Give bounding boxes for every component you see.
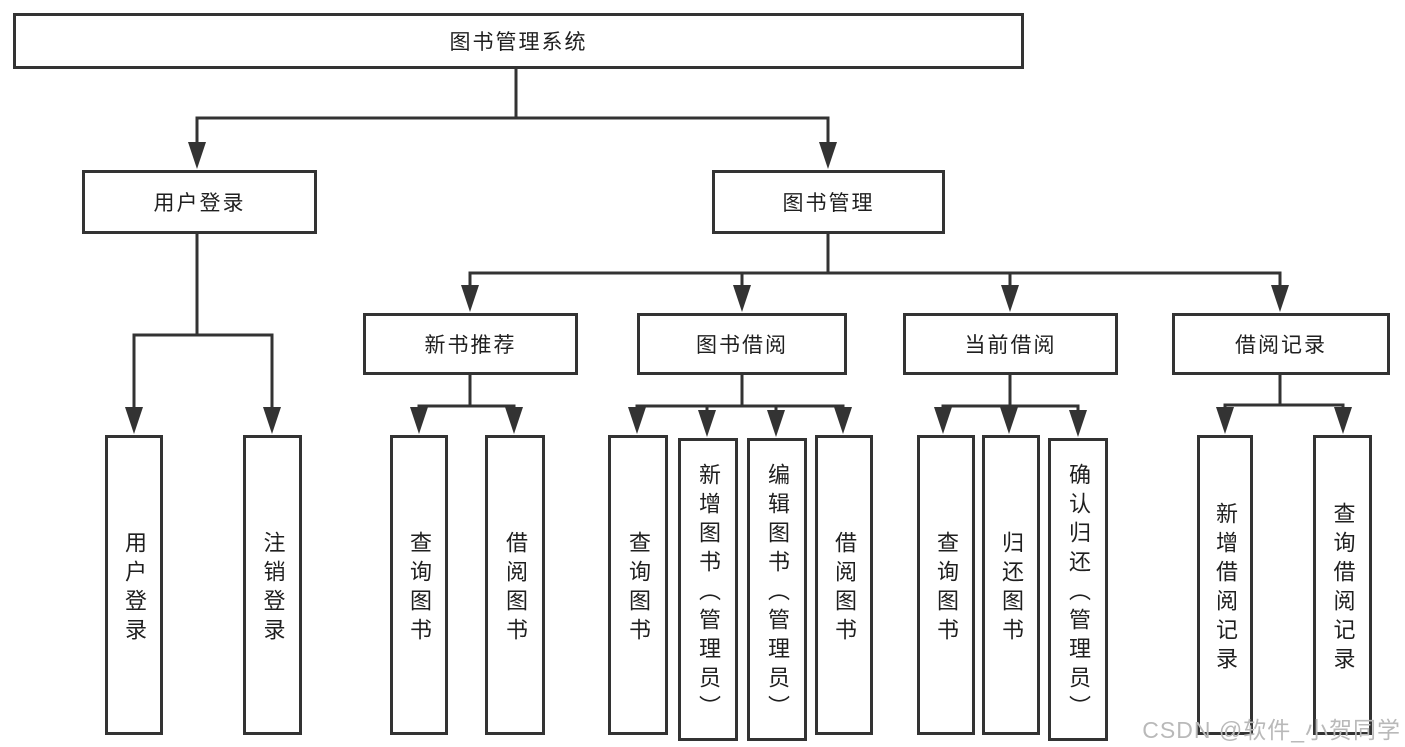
node-user-login-label: 用户登录	[153, 192, 246, 215]
node-borrow-records: 借阅记录	[1172, 313, 1390, 375]
node-book-management-label: 图书管理	[782, 192, 875, 215]
watermark: CSDN @软件_小贺同学	[1142, 717, 1401, 743]
leaf-bb-borrow-books: 借阅图书	[815, 435, 873, 735]
leaf-br-query-record: 查询借阅记录	[1313, 435, 1372, 735]
leaf-logout: 注销登录	[243, 435, 302, 735]
arrowheads	[125, 142, 1352, 437]
node-borrow-records-label: 借阅记录	[1235, 334, 1327, 357]
node-book-management: 图书管理	[712, 170, 945, 234]
node-current-borrowing: 当前借阅	[903, 313, 1118, 375]
leaf-bb-query-books: 查询图书	[608, 435, 668, 735]
node-book-borrowing-label: 图书借阅	[696, 334, 788, 357]
leaf-user-login: 用户登录	[105, 435, 163, 735]
leaf-cb-return-books: 归还图书	[982, 435, 1040, 735]
node-current-borrowing-label: 当前借阅	[964, 334, 1057, 357]
leaf-nbr-query-books: 查询图书	[390, 435, 448, 735]
node-root: 图书管理系统	[13, 13, 1024, 69]
leaf-nbr-borrow-books: 借阅图书	[485, 435, 545, 735]
node-new-book-recommendation: 新书推荐	[363, 313, 578, 375]
leaf-bb-add-books-admin: 新增图书（管理员）	[678, 438, 738, 741]
node-user-login: 用户登录	[82, 170, 317, 234]
node-book-borrowing: 图书借阅	[637, 313, 847, 375]
node-root-label: 图书管理系统	[449, 31, 588, 54]
leaf-cb-confirm-return-admin: 确认归还（管理员）	[1048, 438, 1108, 741]
leaf-bb-edit-books-admin: 编辑图书（管理员）	[747, 438, 807, 741]
leaf-cb-query-books: 查询图书	[917, 435, 975, 735]
leaf-br-add-record: 新增借阅记录	[1197, 435, 1253, 735]
node-new-book-recommendation-label: 新书推荐	[424, 334, 517, 357]
